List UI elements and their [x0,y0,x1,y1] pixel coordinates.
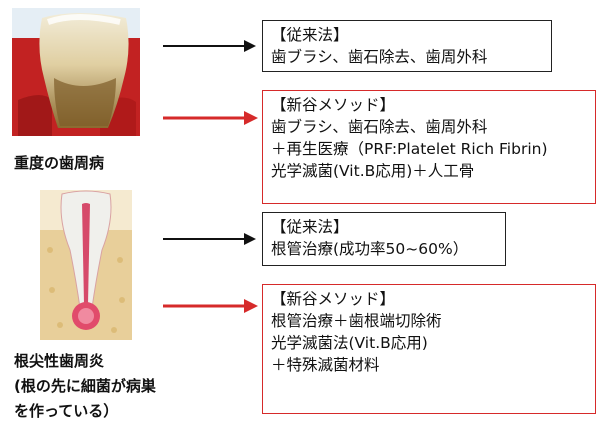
case1-label: 重度の歯周病 [14,154,105,172]
case1-niiya-title: 【新谷メソッド】 [271,96,396,114]
case1-conventional-box: 【従来法】 歯ブラシ、歯石除去、歯周外科 [262,20,552,72]
case2-niiya-box: 【新谷メソッド】 根管治療＋歯根端切除術 光学滅菌法(Vit.B応用) ＋特殊滅… [262,284,596,414]
case2-label-line-1: 根尖性歯周炎 [14,352,105,370]
case2-label-line-3: を作っている） [14,402,119,420]
case1-niiya-box: 【新谷メソッド】 歯ブラシ、歯石除去、歯周外科 ＋再生医療（PRF:Platel… [262,90,596,204]
periodontal-tooth-illustration [12,8,140,136]
red-arrow-2 [163,299,258,313]
apical-tooth-illustration [40,190,132,340]
case1-niiya-line-1: 歯ブラシ、歯石除去、歯周外科 [271,118,488,136]
case2-conventional-box: 【従来法】 根管治療(成功率50~60%） [262,212,506,266]
case2-niiya-line-2: 光学滅菌法(Vit.B応用) [271,334,428,352]
red-arrow-1 [163,111,258,125]
black-arrow-2 [163,233,256,245]
case1-conventional-title: 【従来法】 [271,26,349,44]
case2-conventional-title: 【従来法】 [271,218,349,236]
case2-niiya-line-1: 根管治療＋歯根端切除術 [271,312,442,330]
case2-niiya-line-3: ＋特殊滅菌材料 [271,356,380,374]
case1-niiya-line-2: ＋再生医療（PRF:Platelet Rich Fibrin) [271,140,548,158]
case1-niiya-line-3: 光学滅菌(Vit.B応用)＋人工骨 [271,162,475,180]
case2-label-line-2: (根の先に細菌が病巣 [14,377,156,395]
case2-niiya-title: 【新谷メソッド】 [271,290,396,308]
black-arrow-1 [163,40,256,52]
case2-conventional-line-1: 根管治療(成功率50~60%） [271,240,469,258]
case1-conventional-line-1: 歯ブラシ、歯石除去、歯周外科 [271,48,488,66]
